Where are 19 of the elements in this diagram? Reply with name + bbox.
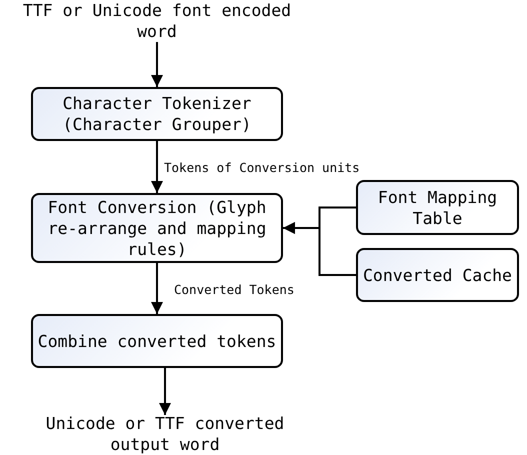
process-box — [356, 180, 519, 235]
edge-label: Converted Tokens — [173, 282, 296, 296]
arrow — [151, 42, 163, 87]
flow-text: Unicode or TTF converted output word — [44, 413, 286, 455]
flow-text: TTF or Unicode font encoded word — [22, 0, 292, 42]
arrow — [159, 368, 171, 415]
process-box — [31, 87, 283, 141]
box-label: Combine converted tokens — [38, 330, 276, 352]
process-box — [31, 193, 283, 263]
edge-label: Tokens of Conversion units — [163, 161, 361, 175]
box-label: Font Conversion (Glyph re-arrange and mapping rules) — [46, 196, 268, 260]
process-box — [31, 314, 283, 368]
box-label: Font Mapping Table — [376, 186, 498, 228]
box-label: Converted Cache — [362, 264, 512, 286]
arrow — [151, 141, 163, 193]
arrow — [283, 222, 356, 276]
box-label: Character Tokenizer (Character Grouper) — [62, 93, 252, 135]
process-box — [356, 248, 519, 302]
arrow — [151, 263, 163, 314]
